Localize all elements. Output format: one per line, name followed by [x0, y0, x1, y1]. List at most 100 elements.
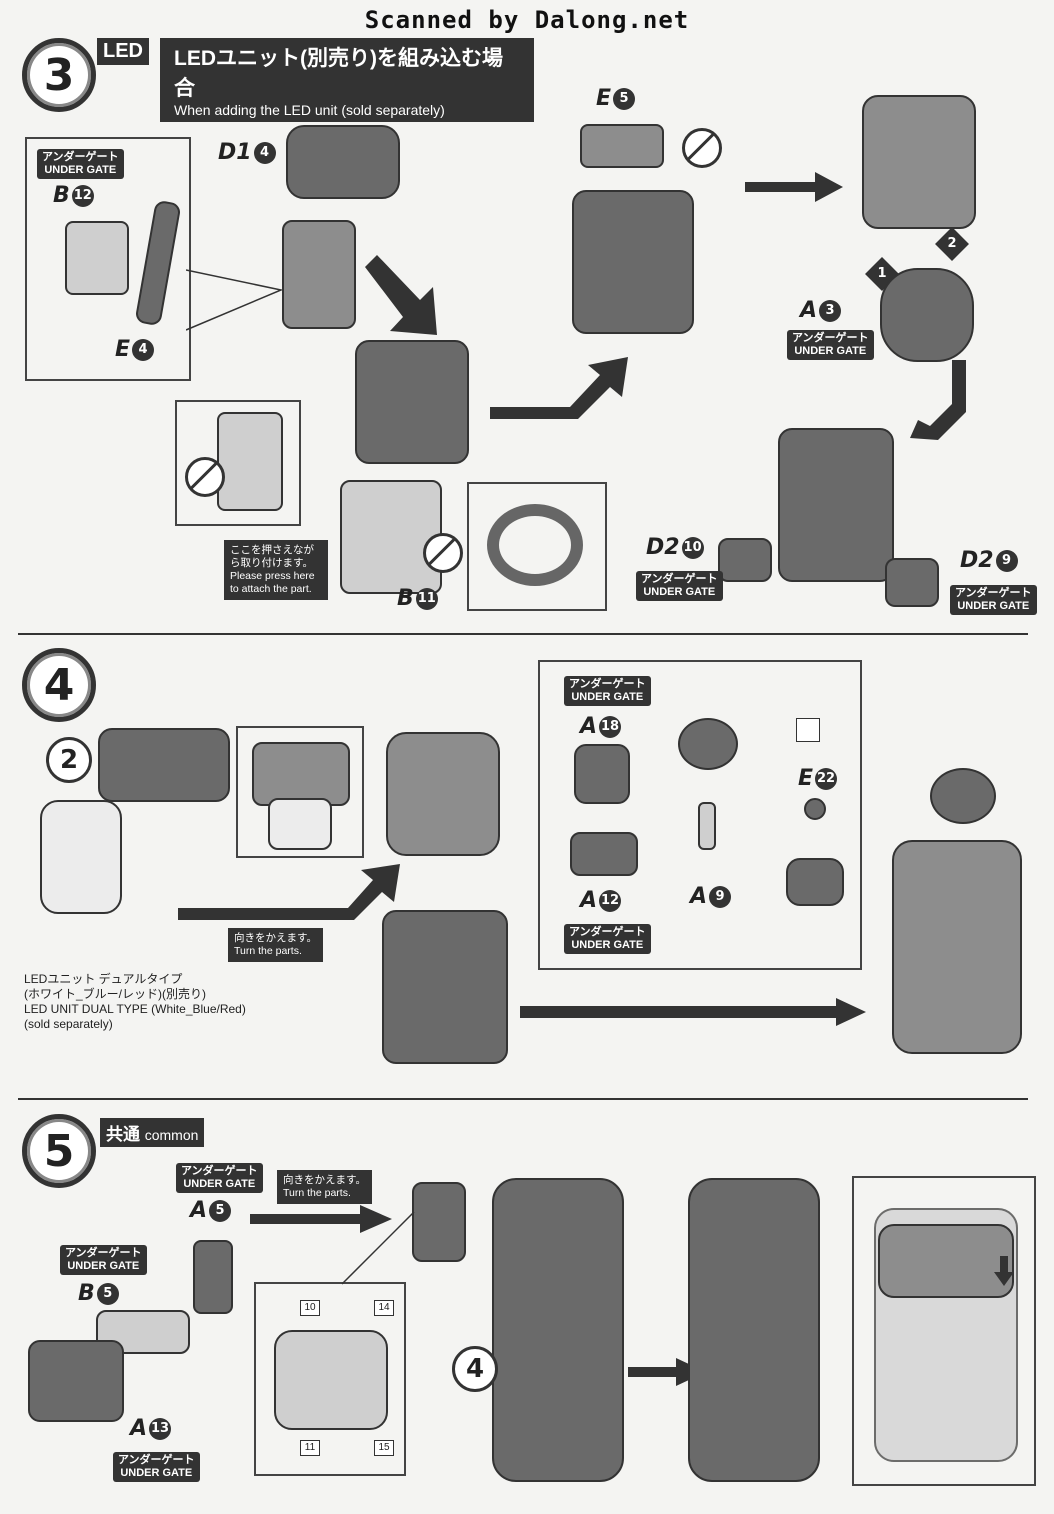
inset-final-view — [852, 1176, 1036, 1486]
order-mark-2: 2 — [935, 227, 969, 261]
sticker-14: 14 — [374, 1300, 394, 1316]
part-waist-assembly — [382, 910, 508, 1064]
detail-part-shape — [217, 412, 283, 511]
no-icon-3 — [682, 128, 722, 168]
part-head-assembly — [386, 732, 500, 856]
part-arm-shape — [282, 220, 356, 329]
led-unit-caption: LEDユニット デュアルタイプ (ホワイト_ブルー/レッド)(別売り) LED … — [24, 972, 246, 1031]
step-3-title-jp: LEDユニット(別売り)を組み込む場合 — [174, 47, 503, 100]
led-tag: LED — [97, 38, 149, 65]
arrow-down-left — [910, 360, 966, 440]
part-side-piece — [412, 1182, 466, 1262]
part-step5-body-2 — [688, 1178, 820, 1482]
part-a13-shape — [28, 1340, 124, 1422]
part-a18-shape — [574, 744, 630, 804]
part-step4-result — [892, 840, 1022, 1054]
final-view-shoulder — [878, 1224, 1014, 1298]
arrow-right-step5 — [250, 1205, 392, 1233]
inset-detail-1 — [175, 400, 301, 526]
ring-shape — [487, 504, 583, 586]
no-icon-2 — [423, 533, 463, 573]
part-head-detail — [930, 768, 996, 824]
divider-3-4 — [18, 633, 1028, 635]
arrow-up-right — [490, 357, 628, 419]
part-d29-shape — [885, 558, 939, 607]
substep-4-marker: 4 — [452, 1346, 498, 1392]
led-unit-shape — [40, 800, 122, 914]
arrow-down-small — [994, 1256, 1014, 1286]
e22-hint-box — [796, 718, 820, 742]
step-5-number: 5 — [22, 1114, 96, 1188]
sticker-15: 15 — [374, 1440, 394, 1456]
part-a5-shape — [193, 1240, 233, 1314]
substep-2-marker: 2 — [46, 737, 92, 783]
part-torso-shape — [355, 340, 469, 464]
arrow-down-right — [365, 255, 437, 335]
inset-ring — [467, 482, 607, 611]
turn-parts-note-5: 向きをかえます。Turn the parts. — [277, 1170, 372, 1204]
sticker-11: 11 — [300, 1440, 320, 1456]
part-chest-shape — [862, 95, 976, 229]
part-d14-shape — [286, 125, 400, 199]
arrow-right-long — [520, 998, 866, 1026]
part-shoulder-shape — [98, 728, 230, 802]
sticker-callout-lines — [341, 1211, 415, 1285]
part-b12-shape — [65, 221, 129, 295]
scan-watermark: Scanned by Dalong.net — [364, 6, 690, 34]
step-3-title: LEDユニット(別売り)を組み込む場合 When adding the LED … — [160, 38, 534, 122]
part-a9-shape — [698, 802, 716, 850]
part-e5-shape — [580, 124, 664, 168]
inset-led-body — [268, 798, 332, 850]
turn-parts-note-4: 向きをかえます。Turn the parts. — [228, 928, 323, 962]
arrow-right-step5b — [628, 1358, 706, 1386]
step-4-number: 4 — [22, 648, 96, 722]
inset-stickers: 10 14 11 15 — [254, 1282, 406, 1476]
part-assembled-shape — [778, 428, 894, 582]
inset-led-part — [252, 742, 350, 806]
part-e4-shape — [134, 199, 182, 327]
step-3-number: 3 — [22, 38, 96, 112]
part-step5-body-1 — [492, 1178, 624, 1482]
part-d210-shape — [718, 538, 772, 582]
part-e22-shape — [804, 798, 826, 820]
arrow-turn-step4 — [178, 864, 400, 920]
press-here-note: ここを押さえながら取り付けます。Please press here to att… — [224, 540, 328, 600]
part-base-shape — [786, 858, 844, 906]
part-body-shape — [572, 190, 694, 334]
divider-4-5 — [18, 1098, 1028, 1100]
arrow-right — [745, 172, 843, 202]
sticker-10: 10 — [300, 1300, 320, 1316]
part-a12-shape — [570, 832, 638, 876]
part-dome-shape — [678, 718, 738, 770]
step-3-title-en: When adding the LED unit (sold separatel… — [174, 102, 445, 118]
common-tag: 共通 common — [100, 1118, 205, 1147]
inset-led-detail — [236, 726, 364, 858]
sticker-target-part — [274, 1330, 388, 1430]
no-icon-1 — [185, 457, 225, 497]
part-b11-shape — [340, 480, 442, 594]
